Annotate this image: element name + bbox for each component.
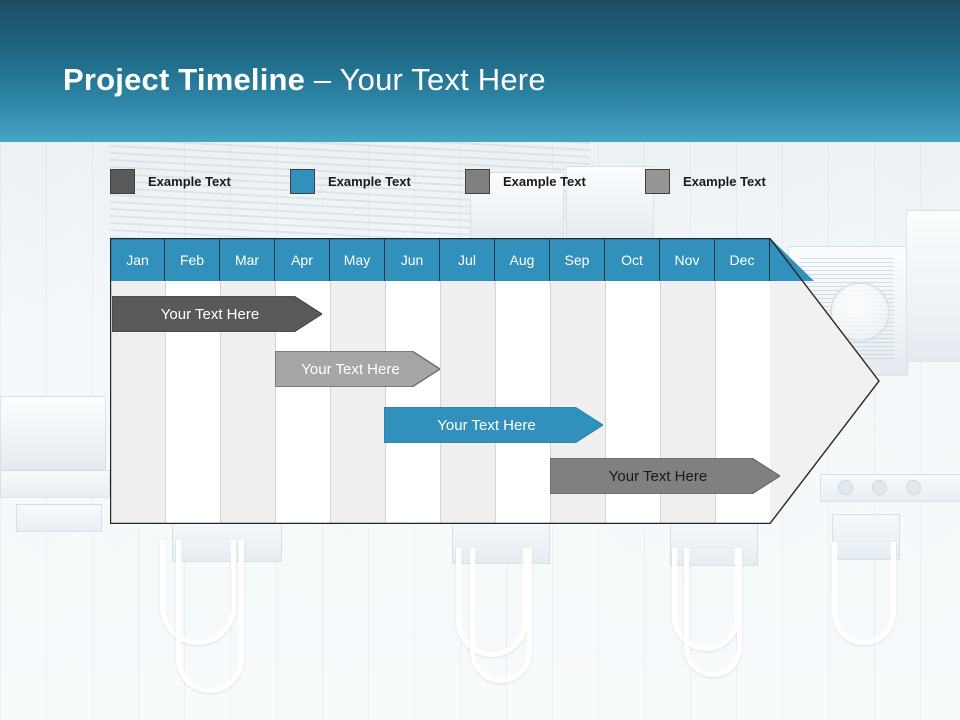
task-bar-3[interactable]: Your Text Here xyxy=(384,407,603,443)
legend: Example Text Example Text Example Text E… xyxy=(110,166,810,196)
mount-rail-left-2 xyxy=(16,504,102,532)
month-column-aug: Aug xyxy=(495,238,550,524)
legend-label: Example Text xyxy=(148,173,231,189)
legend-swatch-icon xyxy=(465,168,490,194)
task-bar-1-shape-icon xyxy=(112,296,322,332)
ac-unit-far-right xyxy=(906,210,960,362)
page-title: Project Timeline – Your Text Here xyxy=(63,58,546,102)
month-column-jul: Jul xyxy=(440,238,495,524)
task-bar-2[interactable]: Your Text Here xyxy=(275,351,440,387)
task-bar-2-label: Your Text Here xyxy=(301,360,400,378)
legend-label: Example Text xyxy=(503,173,586,189)
month-header-oct: Oct xyxy=(605,238,660,281)
month-column-mar: Mar xyxy=(220,238,275,524)
legend-item-2[interactable]: Example Text xyxy=(290,166,411,196)
cable-loop-3b xyxy=(684,548,742,677)
task-bar-4[interactable]: Your Text Here xyxy=(550,458,780,494)
task-bar-4-label: Your Text Here xyxy=(608,467,708,485)
month-column-jan: Jan xyxy=(110,238,165,524)
header-arrow-wedge xyxy=(770,238,814,281)
task-bar-2-shape-icon xyxy=(275,351,440,387)
legend-label: Example Text xyxy=(328,173,411,189)
task-bar-4-shape-icon xyxy=(550,458,780,494)
page-title-light: – Your Text Here xyxy=(305,62,546,97)
month-header-aug: Aug xyxy=(495,238,550,281)
page-title-strong: Project Timeline xyxy=(63,62,306,97)
task-bar-3-shape-icon xyxy=(384,407,603,443)
cable-loop-1b xyxy=(176,540,244,693)
task-bar-1[interactable]: Your Text Here xyxy=(112,296,322,332)
month-column-feb: Feb xyxy=(165,238,220,524)
timeline-chart: Jan Feb Mar Apr May Jun Jul Aug Sep Oct … xyxy=(110,238,880,524)
legend-label: Example Text xyxy=(683,173,766,189)
month-header-jan: Jan xyxy=(110,238,165,281)
month-header-mar: Mar xyxy=(220,238,275,281)
cable-loop-2b xyxy=(470,548,532,683)
ac-unit-left xyxy=(0,396,106,470)
month-header-jul: Jul xyxy=(440,238,495,281)
legend-swatch-icon xyxy=(290,168,315,194)
title-banner: Project Timeline – Your Text Here xyxy=(0,0,960,142)
month-header-jun: Jun xyxy=(385,238,440,281)
rail-hole xyxy=(906,480,921,495)
legend-swatch-icon xyxy=(110,168,135,194)
cable-loop-1 xyxy=(160,540,236,645)
legend-swatch-icon xyxy=(645,168,670,194)
month-header-nov: Nov xyxy=(660,238,715,281)
legend-item-3[interactable]: Example Text xyxy=(465,166,586,196)
month-header-may: May xyxy=(330,238,385,281)
legend-item-4[interactable]: Example Text xyxy=(645,166,766,196)
legend-item-1[interactable]: Example Text xyxy=(110,166,231,196)
task-bar-3-label: Your Text Here xyxy=(437,416,536,434)
task-bar-1-label: Your Text Here xyxy=(160,305,260,323)
month-header-apr: Apr xyxy=(275,238,330,281)
cable-loop-4 xyxy=(832,542,896,645)
mount-rail-left xyxy=(0,470,110,498)
month-header-dec: Dec xyxy=(715,238,770,281)
month-header-sep: Sep xyxy=(550,238,605,281)
month-header-feb: Feb xyxy=(165,238,220,281)
